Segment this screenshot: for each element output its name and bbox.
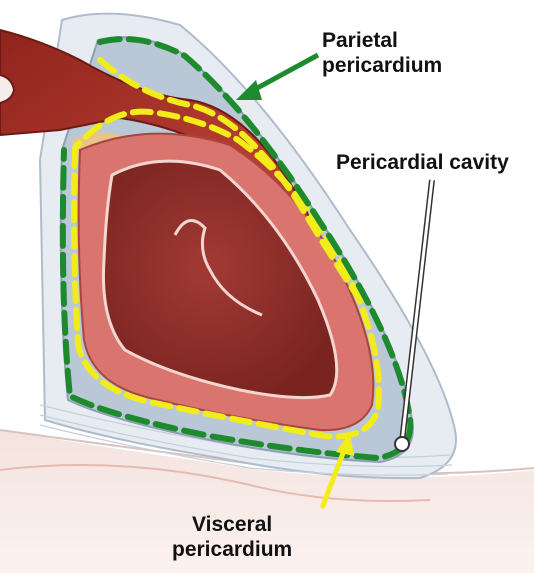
visceral-pericardium-label: Visceral pericardium bbox=[172, 512, 292, 562]
visceral-label-line1: Visceral bbox=[172, 512, 292, 537]
parietal-label-line2: pericardium bbox=[322, 53, 442, 78]
parietal-pericardium-label: Parietal pericardium bbox=[322, 28, 442, 78]
parietal-label-line1: Parietal bbox=[322, 28, 442, 53]
visceral-label-line2: pericardium bbox=[172, 537, 292, 562]
parietal-arrow bbox=[236, 55, 318, 100]
pericardial-cavity-label: Pericardial cavity bbox=[336, 150, 509, 175]
